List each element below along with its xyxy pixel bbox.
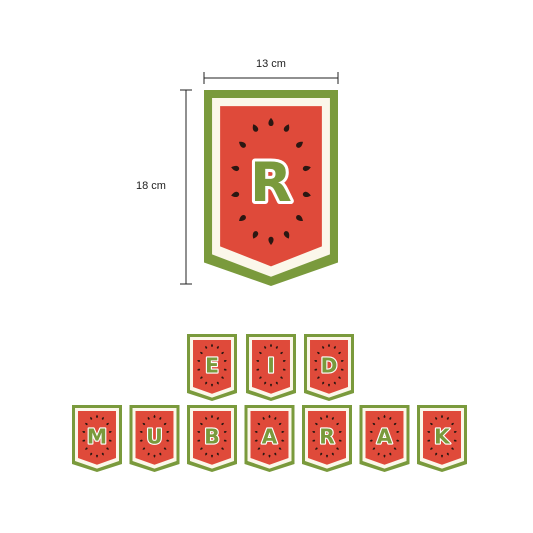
banner-pennant: A xyxy=(359,405,410,472)
width-dimension: 13 cm xyxy=(203,58,339,84)
banner-pennant: I xyxy=(246,334,296,401)
height-dimension-label: 18 cm xyxy=(136,180,166,192)
banner-pennant-letter: E xyxy=(205,354,219,378)
banner-pennant-letter: A xyxy=(377,425,393,449)
banner-pennant-letter: U xyxy=(146,425,162,449)
banner-pennant: E xyxy=(187,334,237,401)
banner-pennant-letter: K xyxy=(434,425,451,449)
banner-pennant: B xyxy=(187,405,237,472)
sample-pennant: R xyxy=(204,90,338,286)
sample-pennant-shape-letter: R xyxy=(250,151,292,214)
banner-pennant-letter: I xyxy=(267,354,275,378)
banner-pennant-letter: D xyxy=(321,354,338,378)
banner-pennant: K xyxy=(417,405,467,472)
banner-pennant: A xyxy=(244,405,295,472)
banner-pennant-letter: M xyxy=(87,425,107,449)
banner-pennant: D xyxy=(304,334,354,401)
banner-pennant-letter: A xyxy=(262,425,278,449)
width-dimension-label: 13 cm xyxy=(256,58,286,70)
sample-pennant-shape: R xyxy=(204,90,338,286)
banner-pennant: U xyxy=(129,405,180,472)
banner-pennant: M xyxy=(72,405,122,472)
banner-pennant-letter: R xyxy=(319,425,335,449)
banner-pennant: R xyxy=(302,405,352,472)
banner-pennant-letter: B xyxy=(204,425,219,449)
height-dimension: 18 cm xyxy=(136,89,192,285)
